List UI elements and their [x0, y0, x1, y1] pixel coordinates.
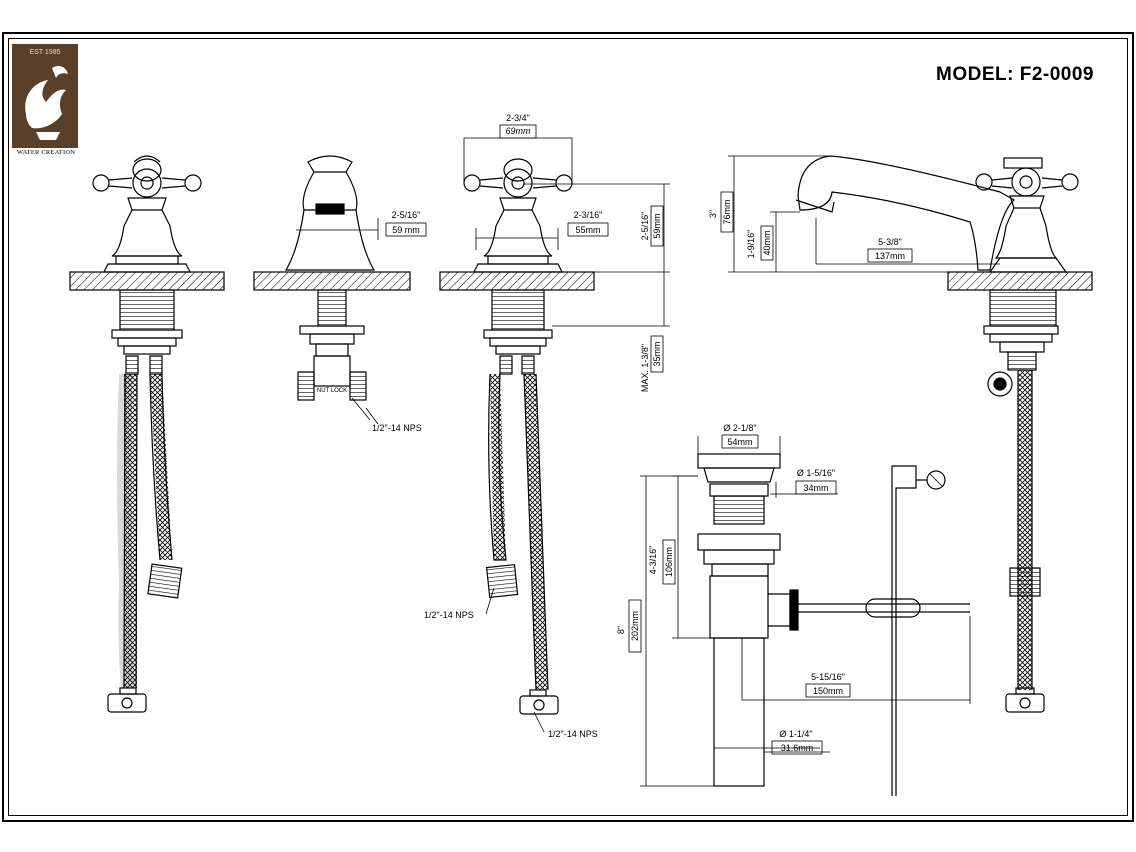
- dimension-lines: [296, 124, 1000, 787]
- brand-logo: EST 1985: [12, 44, 78, 148]
- handle-height-in: 2-5/16": [640, 212, 650, 241]
- spout-reach-mm: 137mm: [875, 251, 905, 261]
- inner-frame: [8, 38, 1128, 816]
- handle-base-mm: 55mm: [575, 225, 600, 235]
- drain-body-mm: 34mm: [803, 483, 828, 493]
- spout-width-in: 2-3/4": [506, 113, 530, 123]
- pop-rod-mm: 150mm: [813, 686, 843, 696]
- aerator-dia-mm: 59 mm: [392, 225, 420, 235]
- handle-base-in: 2-3/16": [574, 210, 603, 220]
- tailpiece-in: Ø 1-1/4": [779, 729, 812, 739]
- drain-upper-in: 4-3/16": [648, 546, 658, 575]
- outlet-height-mm: 40mm: [762, 230, 772, 255]
- spout-height-in: 3": [708, 210, 718, 218]
- shank-max-mm: 35mm: [652, 341, 662, 366]
- model-number: MODEL: F2-0009: [936, 64, 1094, 85]
- nut-label: NUT LOCK: [317, 388, 347, 394]
- drain-total-mm: 202mm: [630, 611, 640, 641]
- nps-left-hose-callout: 1/2"-14 NPS: [424, 610, 474, 620]
- view-popup-drain: [697, 453, 970, 796]
- logo-mark: EST 1985: [29, 49, 60, 56]
- logo-caption: WATER CREATION: [16, 149, 76, 156]
- shank-max-label: MAX. 1-3/8": [640, 344, 650, 392]
- aerator-dia-in: 2-5/16": [392, 210, 421, 220]
- drain-body-in: Ø 1-5/16": [797, 468, 835, 478]
- tailpiece-mm: 31.6mm: [781, 743, 814, 753]
- view-handle-side: [439, 158, 595, 715]
- drain-total-in: 8": [616, 626, 626, 634]
- drain-upper-mm: 106mm: [664, 547, 674, 577]
- view-spout-front: NUT LOCK: [253, 155, 411, 421]
- spout-width-mm: 69mm: [505, 126, 531, 136]
- nps-center-callout: 1/2"-14 NPS: [372, 423, 422, 433]
- view-spout-profile: [795, 155, 1093, 713]
- outlet-height-in: 1-9/16": [746, 230, 756, 259]
- handle-height-mm: 59mm: [652, 213, 662, 238]
- pop-rod-in: 5-15/16": [811, 672, 845, 682]
- dimension-labels: 2-3/4" 69mm 2-5/16" 59 mm 2-3/16" 55mm 2…: [372, 113, 905, 753]
- view-handle-front: [69, 155, 225, 713]
- spout-height-mm: 76mm: [722, 199, 732, 224]
- outer-frame: [2, 32, 1134, 822]
- drain-flange-in: Ø 2-1/8": [723, 423, 756, 433]
- drain-flange-mm: 54mm: [727, 437, 752, 447]
- spout-reach-in: 5-3/8": [878, 237, 902, 247]
- nps-bottom-callout: 1/2"-14 NPS: [548, 729, 598, 739]
